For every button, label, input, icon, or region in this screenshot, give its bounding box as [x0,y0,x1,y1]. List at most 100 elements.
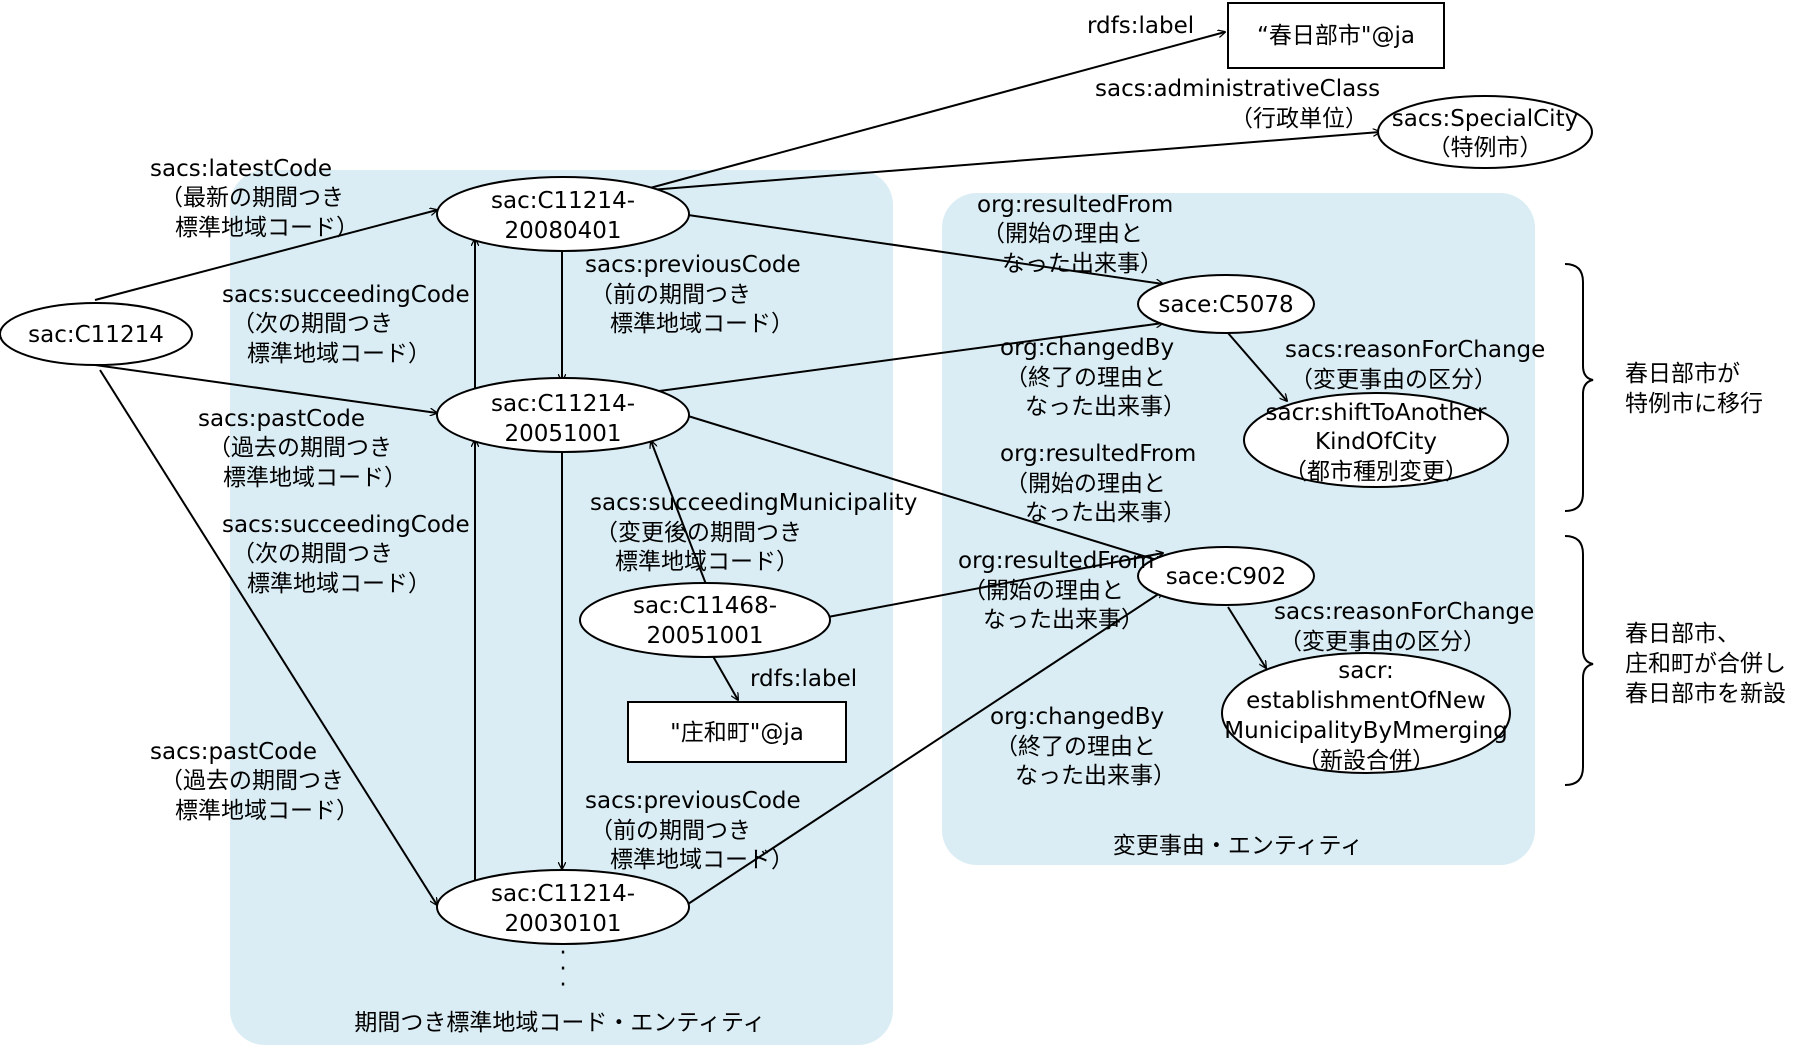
shift-line3: （都市種別変更） [1284,459,1468,485]
svg-text:org:resultedFrom: org:resultedFrom [958,548,1154,574]
edge-rdfs-label-2 [709,650,738,700]
svg-text:（変更事由の区分）: （変更事由の区分） [1279,629,1486,655]
label-past-code-1: sacs:pastCode （過去の期間つき 標準地域コード） [198,406,407,491]
label-succeeding-municipality: sacs:succeedingMunicipality （変更後の期間つき 標準… [590,490,917,575]
svg-text:org:changedBy: org:changedBy [1000,335,1174,361]
svg-text:org:resultedFrom: org:resultedFrom [1000,441,1196,467]
node-c11214-20030101: sac:C11214- 20030101 [436,869,690,945]
label-changed-by-1: org:changedBy （終了の理由と なった出来事） [1000,335,1186,420]
svg-text:特例市に移行: 特例市に移行 [1625,391,1763,417]
establish-line3: MunicipalityByMmerging [1224,718,1508,744]
special-city-line2: （特例市） [1428,135,1543,161]
brace-event-2 [1564,535,1594,786]
svg-text:（開始の理由と: （開始の理由と [963,578,1124,604]
svg-text:標準地域コード）: 標準地域コード） [610,311,794,337]
node-c11214: sac:C11214 [0,302,193,366]
establish-line4: （新設合併） [1297,748,1435,774]
node-c11214-20030101-line2: 20030101 [504,911,621,937]
edge-resulted-from-1 [687,214,1163,284]
edge-resulted-from-3 [827,553,1163,618]
svg-text:標準地域コード）: 標準地域コード） [223,465,407,491]
label-past-code-2: sacs:pastCode （過去の期間つき 標準地域コード） [150,739,359,824]
svg-text:（開始の理由と: （開始の理由と [982,221,1143,247]
svg-text:（変更事由の区分）: （変更事由の区分） [1290,367,1497,393]
svg-text:（前の期間つき: （前の期間つき [590,818,751,844]
node-c11214-20080401-line2: 20080401 [504,218,621,244]
svg-text:（開始の理由と: （開始の理由と [1005,471,1166,497]
svg-text:sacs:reasonForChange: sacs:reasonForChange [1274,599,1534,625]
shift-line1: sacr:shiftToAnother [1266,400,1488,426]
svg-text:（次の期間つき: （次の期間つき [232,311,393,337]
node-c11214-20051001-line1: sac:C11214- [491,391,635,417]
svg-text:庄和町が合併し: 庄和町が合併し [1625,651,1786,677]
svg-text:sacs:latestCode: sacs:latestCode [150,156,332,182]
annotation-event-1: 春日部市が 特例市に移行 [1625,361,1763,417]
svg-text:標準地域コード）: 標準地域コード） [175,215,359,241]
edge-past-code-1 [94,364,437,413]
svg-text:org:resultedFrom: org:resultedFrom [977,192,1173,218]
ellipsis-dot-1: · [559,940,566,966]
node-label-kasukabe: “春日部市"@ja [1227,2,1445,69]
node-c902: sace:C902 [1137,546,1315,606]
svg-text:org:changedBy: org:changedBy [990,704,1164,730]
svg-text:標準地域コード）: 標準地域コード） [615,549,799,575]
svg-text:（終了の理由と: （終了の理由と [995,734,1156,760]
svg-text:rdfs:label: rdfs:label [750,666,857,692]
edge-reason-1 [1227,332,1287,401]
svg-text:春日部市が: 春日部市が [1625,361,1740,387]
edge-labels: sacs:latestCode （最新の期間つき 標準地域コード） sacs:s… [150,13,1545,873]
svg-text:なった出来事）: なった出来事） [1025,394,1186,420]
edge-latest-code [94,210,437,301]
svg-text:sacs:succeedingCode: sacs:succeedingCode [222,512,470,538]
svg-text:（過去の期間つき: （過去の期間つき [208,435,392,461]
svg-text:sacs:pastCode: sacs:pastCode [150,739,317,765]
edge-succeeding-municipality [651,441,710,593]
svg-text:（変更後の期間つき: （変更後の期間つき [595,520,802,546]
label-succeeding-code-1: sacs:succeedingCode （次の期間つき 標準地域コード） [222,282,470,367]
brace-event-1 [1564,263,1594,512]
change-event-caption: 変更事由・エンティティ [1113,833,1363,859]
node-label-showa: "庄和町"@ja [627,701,847,763]
label-rdfs-label-2: rdfs:label [750,666,857,692]
label-changed-by-2: org:changedBy （終了の理由と なった出来事） [990,704,1176,789]
svg-text:sacs:previousCode: sacs:previousCode [585,252,801,278]
svg-text:春日部市を新設: 春日部市を新設 [1625,681,1786,707]
svg-text:sacs:pastCode: sacs:pastCode [198,406,365,432]
svg-text:標準地域コード）: 標準地域コード） [247,571,431,597]
label-resulted-from-1: org:resultedFrom （開始の理由と なった出来事） [977,192,1173,277]
svg-text:標準地域コード）: 標準地域コード） [175,798,359,824]
node-ellipsis: · · · [559,940,566,998]
special-city-line1: sacs:SpecialCity [1392,106,1578,132]
node-c11214-label: sac:C11214 [28,322,164,348]
svg-text:（最新の期間つき: （最新の期間つき [160,185,344,211]
node-c11214-20080401-line1: sac:C11214- [491,188,635,214]
svg-text:標準地域コード）: 標準地域コード） [247,341,431,367]
svg-text:（過去の期間つき: （過去の期間つき [160,768,344,794]
node-c11468-20051001-line2: 20051001 [646,623,763,649]
ellipsis-dot-2: · [559,956,566,982]
label-reason-1: sacs:reasonForChange （変更事由の区分） [1285,337,1545,393]
node-c11214-20051001-line2: 20051001 [504,421,621,447]
svg-text:sacs:previousCode: sacs:previousCode [585,788,801,814]
label-admin-class: sacs:administrativeClass （行政単位） [1095,76,1380,132]
svg-text:なった出来事）: なった出来事） [983,607,1144,633]
edge-changed-by-2 [684,591,1163,907]
establish-line2: establishmentOfNew [1246,688,1486,714]
svg-text:sacs:reasonForChange: sacs:reasonForChange [1285,337,1545,363]
edge-rdfs-label-1 [649,32,1225,189]
node-establish-merge: sacr: establishmentOfNew MunicipalityByM… [1221,652,1511,774]
svg-text:（行政単位）: （行政単位） [1230,106,1368,132]
svg-text:標準地域コード）: 標準地域コード） [610,847,794,873]
label-kasukabe-text: “春日部市"@ja [1257,23,1415,49]
c902-label: sace:C902 [1166,564,1287,590]
svg-text:なった出来事）: なった出来事） [1002,251,1163,277]
label-previous-code-2: sacs:previousCode （前の期間つき 標準地域コード） [585,788,801,873]
svg-text:sacs:succeedingMunicipality: sacs:succeedingMunicipality [590,490,917,516]
establish-line1: sacr: [1338,658,1394,684]
node-c11214-20051001: sac:C11214- 20051001 [436,377,690,453]
node-c11214-20030101-line1: sac:C11214- [491,881,635,907]
svg-text:（次の期間つき: （次の期間つき [232,541,393,567]
c5078-label: sace:C5078 [1158,292,1293,318]
annotation-event-2: 春日部市、 庄和町が合併し 春日部市を新設 [1625,621,1786,707]
